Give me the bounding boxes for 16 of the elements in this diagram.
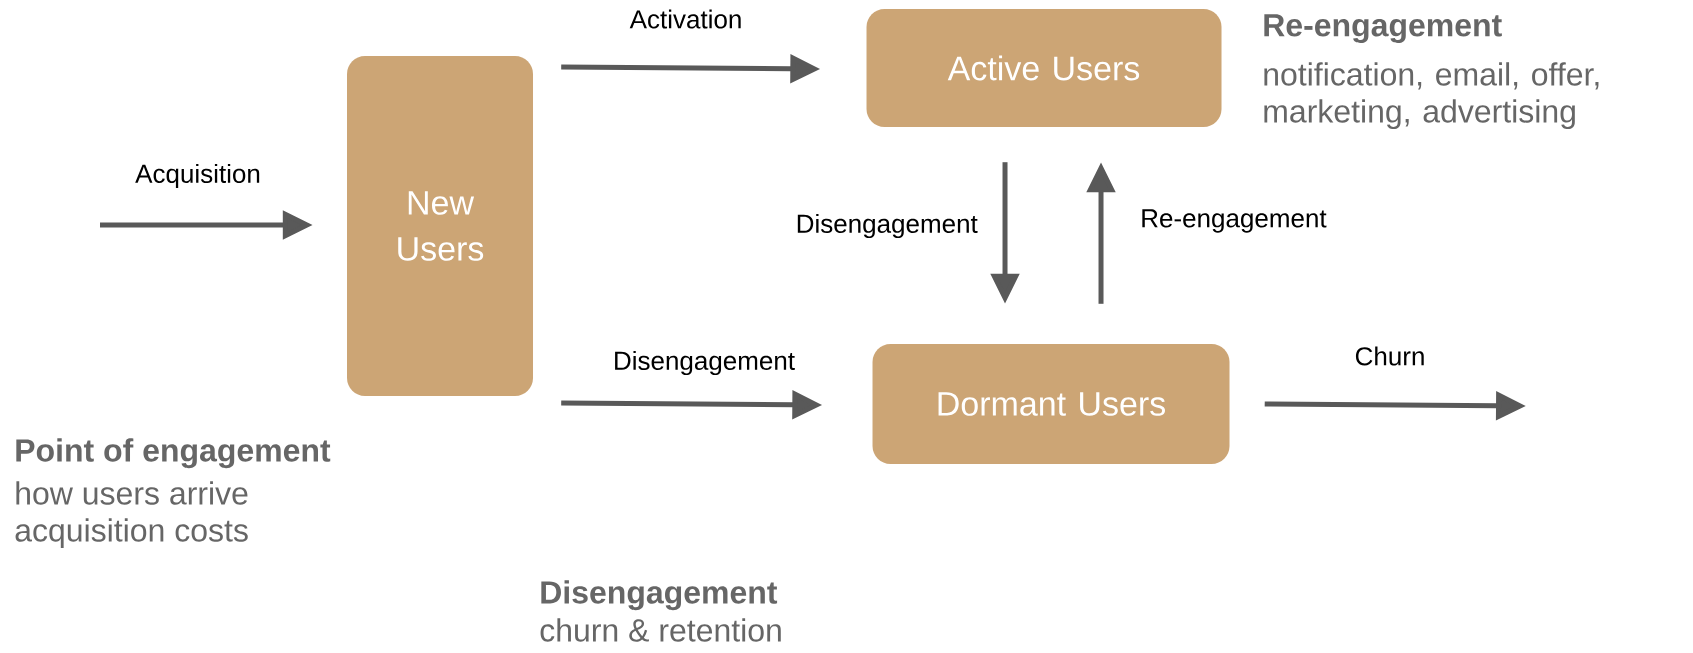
edge-label: Churn — [1352, 344, 1428, 368]
edge-label: Disengagement — [610, 348, 798, 378]
description-text: how users arrive — [16, 481, 248, 505]
description-text: acquisition costs — [15, 518, 248, 549]
edge-label: Disengagement — [793, 211, 980, 241]
user-state-box: New Users — [347, 56, 533, 396]
user-state-box: Dormant Users — [872, 344, 1230, 464]
heading: Point of engagement — [16, 438, 331, 469]
edge-label: Acquisition — [133, 161, 263, 191]
heading: Re-engagement — [1264, 14, 1502, 43]
user-state-box: Active Users — [866, 9, 1222, 127]
description-text: churn & retention — [540, 618, 781, 642]
heading: Disengagement — [541, 580, 778, 611]
edge-label: Activation — [627, 7, 745, 31]
description-text: notification, email, offer, marketing, advertising — [1264, 62, 1599, 129]
edge-label: Re-engagement — [1138, 207, 1329, 235]
